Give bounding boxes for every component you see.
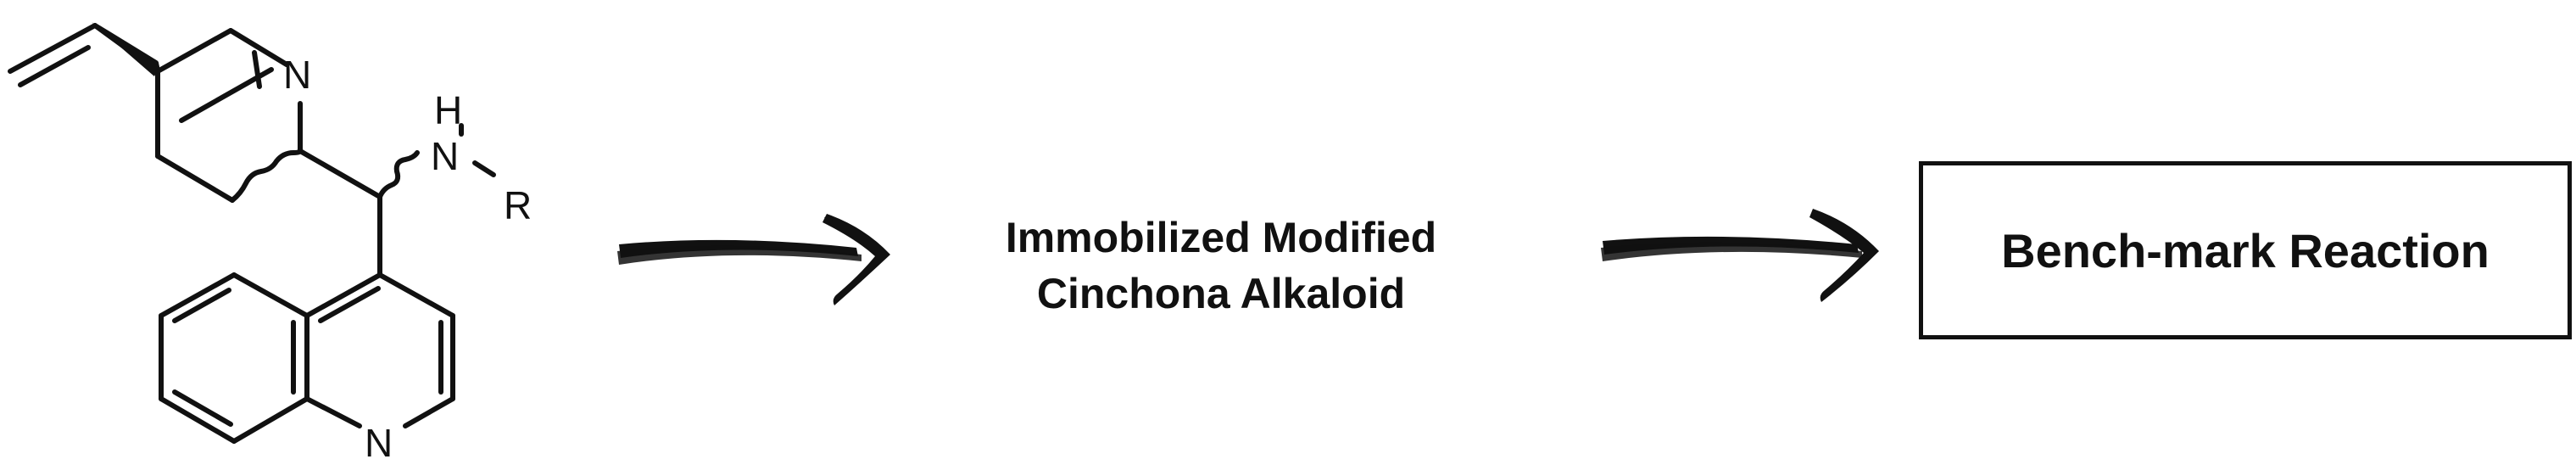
vinyl-bond — [8, 23, 98, 74]
cage-bond — [155, 28, 233, 74]
atom-label-n-bridge: N — [283, 53, 311, 97]
vinyl-double-bond — [18, 45, 91, 87]
intermediate-step-line1: Immobilized Modified — [1005, 214, 1437, 261]
cage-bond — [155, 154, 235, 203]
atom-label-r: R — [504, 183, 532, 227]
cage-bond — [298, 148, 382, 199]
nh-bond — [472, 160, 496, 177]
wedge-bond — [92, 22, 159, 76]
quinoline-bond — [231, 396, 309, 444]
wavy-bond — [230, 147, 304, 203]
quinoline-bond — [377, 272, 455, 318]
quinoline-bond — [172, 389, 233, 427]
cage-bond — [228, 28, 289, 67]
atom-label-h: H — [434, 88, 462, 132]
wavy-bond — [377, 150, 420, 199]
quinoline-bond — [159, 272, 237, 318]
atom-label-n-amine: N — [431, 134, 459, 178]
cinchona-alkaloid-structure — [8, 22, 496, 444]
quinoline-bond — [304, 396, 362, 428]
intermediate-step-label: Immobilized Modified Cinchona Alkaloid — [950, 210, 1492, 322]
cage-bond — [252, 50, 262, 89]
quinoline-bond — [318, 286, 381, 323]
quinoline-bond — [172, 288, 231, 323]
atom-label-n-quinoline: N — [365, 421, 393, 465]
quinoline-bond — [159, 396, 237, 444]
final-step-box: Bench-mark Reaction — [1919, 161, 2572, 339]
brush-arrow-right-icon — [1601, 209, 1879, 302]
quinoline-bond — [231, 272, 309, 318]
intermediate-step-line2: Cinchona Alkaloid — [1036, 270, 1406, 317]
final-step-label: Bench-mark Reaction — [2001, 223, 2490, 277]
quinoline-bond — [304, 272, 382, 318]
brush-arrow-right-icon — [617, 214, 890, 305]
quinoline-bond — [403, 396, 455, 428]
